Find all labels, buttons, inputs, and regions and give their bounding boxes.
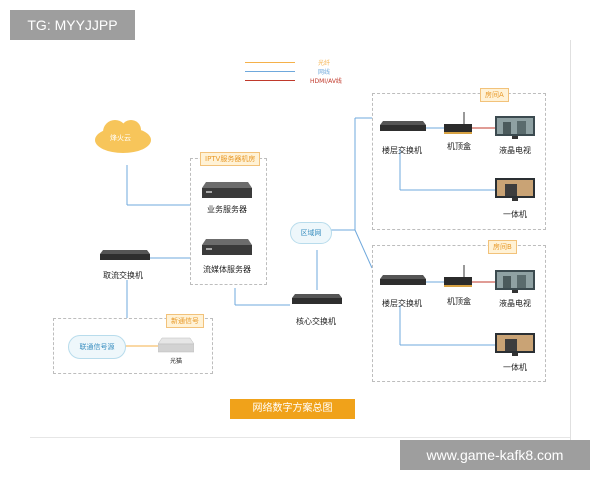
stb-b-label: 机顶盒 (447, 297, 471, 306)
access-switch-label: 取流交换机 (103, 271, 143, 280)
business-server-label: 业务服务器 (207, 205, 247, 214)
diagram-caption: 网络数字方案总图 (230, 399, 355, 419)
floor-switch-b-icon (380, 272, 426, 286)
legend-ethernet-label: 网线 (318, 69, 331, 76)
access-switch-icon (100, 247, 150, 261)
right-divider (570, 40, 571, 440)
unicom-source-node: 联通信号源 (68, 335, 126, 359)
floor-switch-a-label: 楼层交换机 (382, 146, 422, 155)
watermark-bottom-right: www.game-kafk8.com (400, 440, 590, 470)
streaming-server-label: 流媒体服务器 (203, 265, 251, 274)
aio-b-icon (495, 333, 535, 357)
optical-device-label: 光猫 (170, 358, 183, 365)
lcd-tv-b-label: 液晶电视 (499, 299, 531, 308)
aio-a-icon (495, 178, 535, 202)
watermark-top-left: TG: MYYJJPP (10, 10, 135, 40)
room-b-badge: 房间B (488, 240, 517, 254)
lcd-tv-a-label: 液晶电视 (499, 146, 531, 155)
core-switch-icon (292, 291, 342, 305)
legend-fiber-label: 光纤 (318, 60, 331, 67)
legend-fiber-line (245, 62, 295, 63)
floor-switch-b-label: 楼层交换机 (382, 299, 422, 308)
cloud-icon (95, 120, 151, 153)
room-a-group (372, 93, 546, 230)
aio-a-label: 一体机 (503, 210, 527, 219)
aio-b-label: 一体机 (503, 363, 527, 372)
legend-hdmi-label: HDMI/AV线 (310, 78, 342, 85)
cloud-label: 烽火云 (110, 134, 131, 142)
stb-a-icon (444, 112, 472, 136)
source-group (53, 318, 213, 374)
bottom-divider (30, 437, 570, 438)
stb-a-label: 机顶盒 (447, 142, 471, 151)
lcd-tv-b-icon (495, 270, 535, 294)
business-server-icon (202, 176, 252, 200)
lcd-tv-a-icon (495, 116, 535, 140)
streaming-server-icon (202, 233, 252, 257)
legend-ethernet-line (245, 71, 295, 72)
floor-switch-a-icon (380, 118, 426, 132)
stb-b-icon (444, 265, 472, 289)
legend-hdmi-line (245, 80, 295, 81)
source-group-badge: 新通信号 (166, 314, 204, 328)
room-a-badge: 房间A (480, 88, 509, 102)
core-switch-label: 核心交换机 (296, 317, 336, 326)
room-b-group (372, 245, 546, 382)
lan-node: 区域网 (290, 222, 332, 244)
optical-device-icon (157, 336, 195, 354)
iptv-group-badge: IPTV服务器机房 (200, 152, 261, 166)
